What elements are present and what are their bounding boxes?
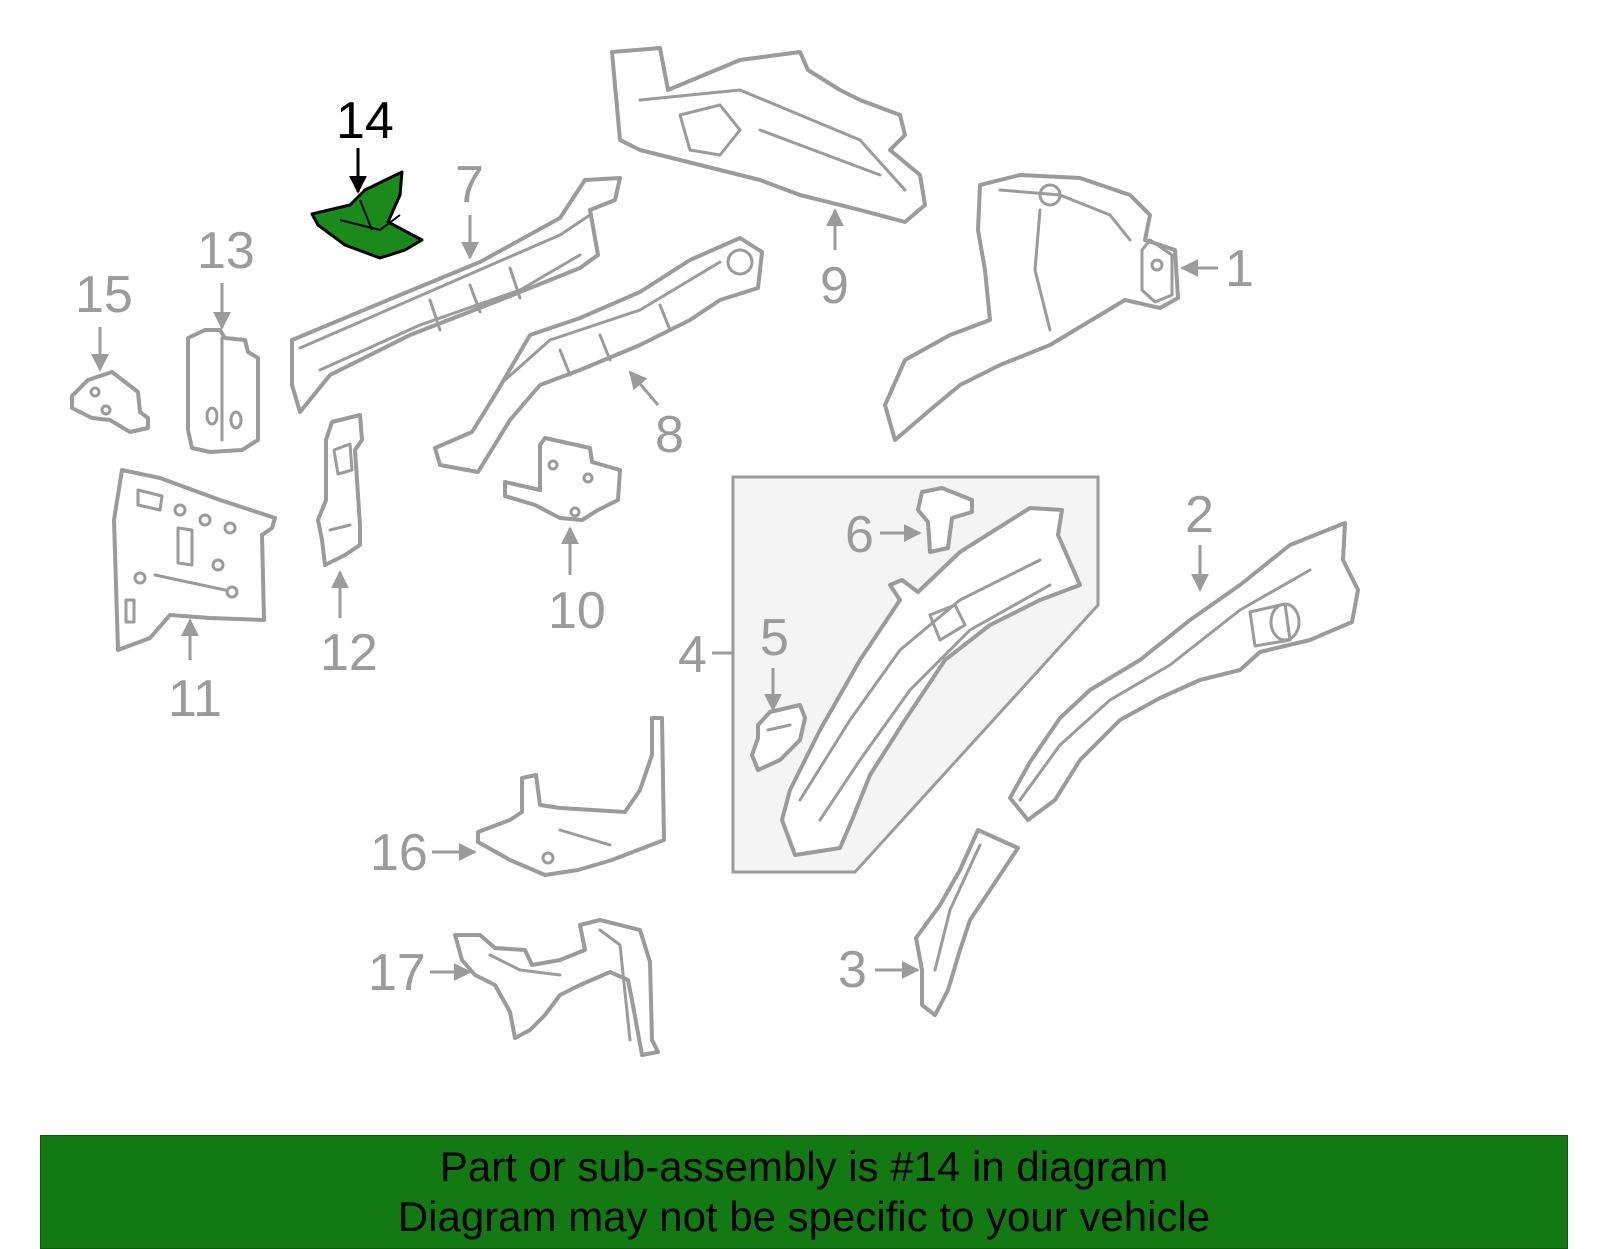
label-12: 12: [320, 570, 378, 682]
svg-text:1: 1: [1225, 240, 1254, 298]
label-10: 10: [548, 526, 606, 640]
part-1[interactable]: [883, 173, 1180, 442]
svg-text:7: 7: [455, 156, 484, 214]
part-13[interactable]: [186, 328, 260, 454]
part-8[interactable]: [433, 236, 764, 474]
part-10[interactable]: [503, 436, 622, 522]
label-4: 4: [678, 626, 733, 684]
label-16: 16: [370, 824, 477, 882]
svg-text:4: 4: [678, 626, 707, 684]
banner-line-1: Part or sub-assembly is #14 in diagram: [439, 1143, 1169, 1190]
label-7: 7: [455, 156, 484, 260]
part-16[interactable]: [476, 716, 666, 877]
svg-text:15: 15: [75, 266, 133, 324]
svg-text:16: 16: [370, 824, 428, 882]
svg-text:6: 6: [845, 506, 874, 564]
svg-text:8: 8: [655, 406, 684, 464]
svg-text:13: 13: [197, 222, 255, 280]
part-6[interactable]: [916, 486, 974, 554]
part-7[interactable]: [290, 176, 622, 414]
svg-text:2: 2: [1185, 486, 1214, 544]
label-3: 3: [838, 941, 920, 999]
part-3[interactable]: [914, 828, 1020, 1017]
part-12[interactable]: [316, 413, 364, 567]
parts-diagram: 1 2 3 4 5 6 7 8 9 10 11 12: [70, 46, 1360, 1057]
label-8: 8: [628, 370, 684, 464]
svg-text:17: 17: [368, 944, 426, 1002]
label-6: 6: [845, 506, 922, 564]
svg-text:9: 9: [820, 257, 849, 315]
label-5: 5: [760, 609, 789, 712]
part-15[interactable]: [70, 370, 150, 434]
label-15: 15: [75, 266, 133, 372]
label-11: 11: [168, 618, 222, 728]
part-2[interactable]: [1008, 521, 1360, 822]
label-9: 9: [820, 208, 849, 315]
info-banner: Part or sub-assembly is #14 in diagram D…: [40, 1135, 1568, 1249]
label-14: 14: [336, 92, 394, 194]
banner-line-2: Diagram may not be specific to your vehi…: [397, 1193, 1211, 1240]
label-17: 17: [368, 944, 472, 1002]
part-9[interactable]: [610, 46, 927, 224]
part-11[interactable]: [112, 468, 277, 652]
svg-text:5: 5: [760, 609, 789, 667]
svg-text:3: 3: [838, 941, 867, 999]
label-13: 13: [197, 222, 255, 330]
label-2: 2: [1185, 486, 1214, 592]
svg-text:14: 14: [336, 92, 394, 150]
part-5[interactable]: [750, 703, 807, 772]
part-17[interactable]: [453, 918, 660, 1057]
part-4[interactable]: [780, 506, 1082, 857]
svg-text:11: 11: [168, 670, 222, 728]
part-14[interactable]: [310, 170, 424, 260]
svg-text:12: 12: [320, 624, 378, 682]
label-1: 1: [1180, 240, 1254, 298]
svg-text:10: 10: [548, 582, 606, 640]
